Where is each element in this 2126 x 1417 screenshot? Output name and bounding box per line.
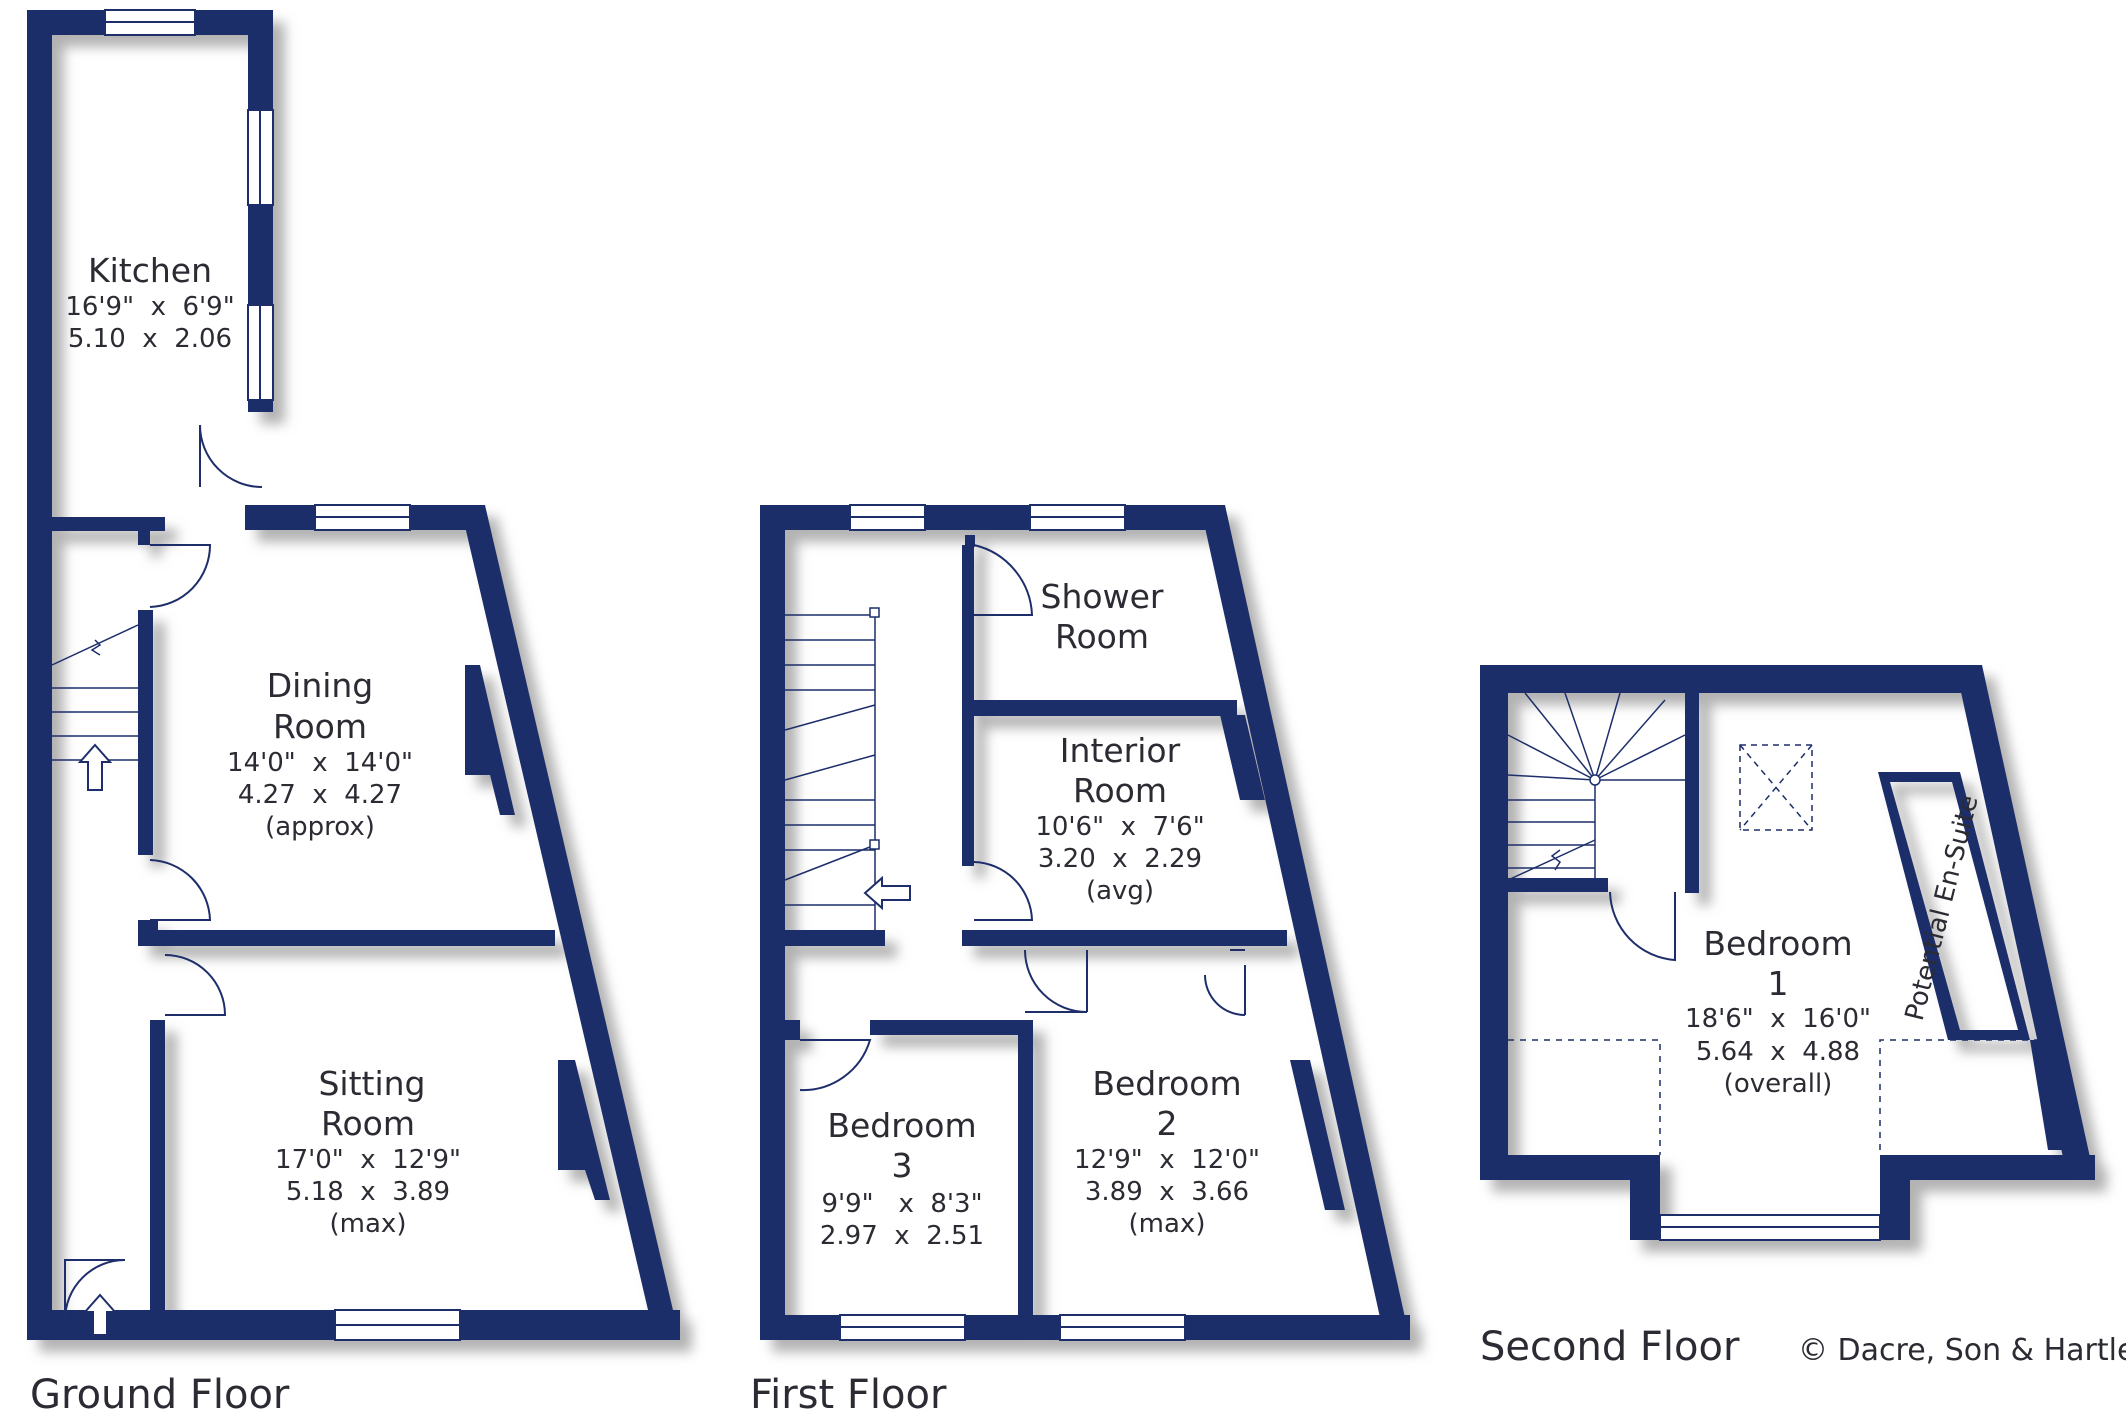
first-floor-windows <box>839 504 1186 1341</box>
svg-text:16'9" x 6'9": 16'9" x 6'9" <box>65 292 234 322</box>
dining-room-label: Dining Room 14'0" x 14'0" 4.27 x 4.27 (a… <box>227 666 413 842</box>
first-floor-label: First Floor <box>750 1372 947 1417</box>
svg-text:3.20 x 2.29: 3.20 x 2.29 <box>1038 844 1202 874</box>
entrance-arrow-icon <box>82 1293 118 1336</box>
svg-text:Interior: Interior <box>1060 731 1181 770</box>
first-floor-doors <box>799 544 1246 1092</box>
second-floor-stairs <box>1507 692 1686 881</box>
svg-text:10'6" x 7'6": 10'6" x 7'6" <box>1035 812 1204 842</box>
svg-text:18'6" x 16'0": 18'6" x 16'0" <box>1685 1004 1871 1034</box>
copyright-notice: © Dacre, Son & Hartley <box>1798 1333 2126 1368</box>
interior-room-label: Interior Room 10'6" x 7'6" 3.20 x 2.29 (… <box>1035 731 1204 906</box>
ground-floor: Kitchen 16'9" x 6'9" 5.10 x 2.06 Dining … <box>27 9 680 1417</box>
svg-text:12'9" x 12'0": 12'9" x 12'0" <box>1074 1145 1260 1175</box>
svg-text:Bedroom: Bedroom <box>1092 1064 1241 1103</box>
svg-text:Dining: Dining <box>267 666 374 705</box>
first-floor-stairs <box>784 607 880 935</box>
svg-text:Sitting: Sitting <box>318 1064 425 1103</box>
svg-text:2: 2 <box>1157 1104 1178 1143</box>
svg-text:Room: Room <box>1073 771 1167 810</box>
second-floor-window <box>1659 1214 1881 1241</box>
stair-down-arrow-icon <box>863 875 911 911</box>
svg-text:17'0" x 12'9": 17'0" x 12'9" <box>275 1145 461 1175</box>
svg-text:Room: Room <box>321 1104 415 1143</box>
svg-text:4.27 x 4.27: 4.27 x 4.27 <box>238 780 402 810</box>
stair-up-arrow-icon <box>77 743 113 791</box>
ground-floor-windows <box>104 9 461 1341</box>
first-floor: Shower Room Interior Room 10'6" x 7'6" 3… <box>750 504 1410 1417</box>
svg-text:1: 1 <box>1768 964 1789 1003</box>
bedroom-2-label: Bedroom 2 12'9" x 12'0" 3.89 x 3.66 (max… <box>1074 1064 1260 1239</box>
svg-text:Bedroom: Bedroom <box>1703 924 1852 963</box>
shower-room-label: Shower Room <box>1041 577 1164 656</box>
svg-text:5.18 x 3.89: 5.18 x 3.89 <box>286 1177 450 1207</box>
svg-text:(max): (max) <box>1129 1209 1206 1239</box>
kitchen-label: Kitchen 16'9" x 6'9" 5.10 x 2.06 <box>65 251 234 354</box>
svg-text:(overall): (overall) <box>1724 1069 1833 1099</box>
svg-text:5.64 x 4.88: 5.64 x 4.88 <box>1696 1037 1860 1067</box>
bedroom-1-label: Bedroom 1 18'6" x 16'0" 5.64 x 4.88 (ove… <box>1685 924 1871 1099</box>
svg-text:5.10 x 2.06: 5.10 x 2.06 <box>68 324 232 354</box>
second-floor-label: Second Floor <box>1480 1324 1740 1370</box>
skylight-icon <box>1739 744 1813 831</box>
svg-text:3.89 x 3.66: 3.89 x 3.66 <box>1085 1177 1249 1207</box>
bedroom-3-label: Bedroom 3 9'9" x 8'3" 2.97 x 2.51 <box>820 1106 984 1251</box>
ground-floor-doors <box>64 424 263 1321</box>
svg-text:(approx): (approx) <box>265 812 375 842</box>
svg-text:Bedroom: Bedroom <box>827 1106 976 1145</box>
second-floor: Potential En-Suite Bedroom 1 18'6" x 16'… <box>1480 665 2126 1370</box>
svg-text:14'0" x 14'0": 14'0" x 14'0" <box>227 748 413 778</box>
ground-floor-stairs <box>51 624 139 761</box>
svg-text:3: 3 <box>892 1146 913 1185</box>
svg-text:Room: Room <box>1055 617 1149 656</box>
svg-text:(avg): (avg) <box>1086 876 1154 906</box>
svg-text:9'9" x 8'3": 9'9" x 8'3" <box>821 1189 982 1219</box>
ground-floor-label: Ground Floor <box>30 1372 290 1417</box>
svg-text:Kitchen: Kitchen <box>88 251 212 290</box>
bedroom-1-door <box>1609 891 1676 962</box>
restricted-headroom-lines <box>1508 1039 2040 1155</box>
svg-text:2.97 x 2.51: 2.97 x 2.51 <box>820 1221 984 1251</box>
svg-text:Room: Room <box>273 707 367 746</box>
sitting-room-label: Sitting Room 17'0" x 12'9" 5.18 x 3.89 (… <box>275 1064 461 1239</box>
svg-text:(max): (max) <box>330 1209 407 1239</box>
first-floor-walls <box>760 505 1410 1340</box>
svg-text:Shower: Shower <box>1041 577 1164 616</box>
